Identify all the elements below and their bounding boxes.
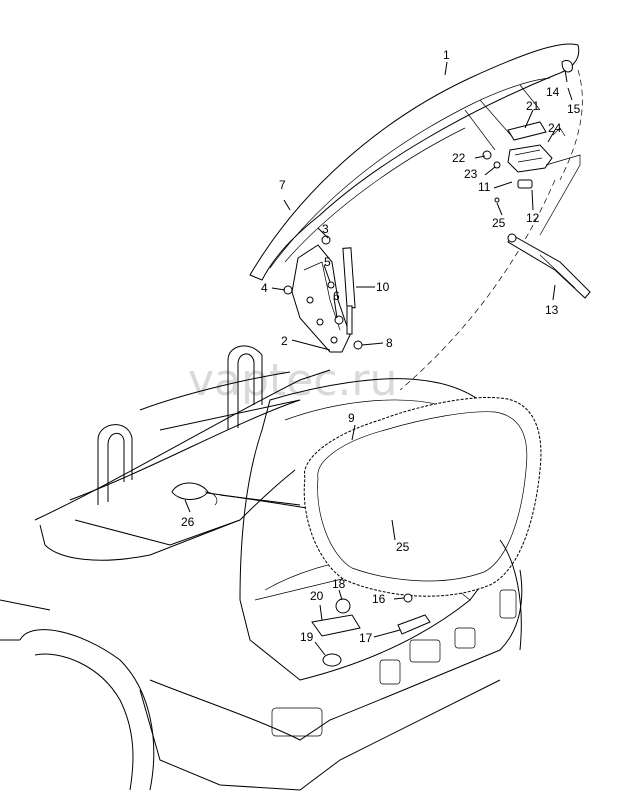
- callout-15: 15: [567, 102, 581, 116]
- callout-2: 2: [281, 334, 288, 348]
- callout-12: 12: [526, 211, 540, 225]
- floor-parts: [311, 593, 431, 667]
- callout-13: 13: [545, 303, 559, 317]
- callout-7: 7: [279, 178, 286, 192]
- lid-swing-line-upper: [559, 69, 583, 181]
- callout-23: 23: [464, 167, 478, 181]
- callout-21: 21: [526, 99, 540, 113]
- callout-17: 17: [359, 631, 373, 645]
- callout-22: 22: [452, 151, 466, 165]
- callout-1: 1: [443, 48, 450, 62]
- callout-3: 3: [322, 222, 329, 236]
- leader-lines: [184, 61, 573, 656]
- callout-16: 16: [372, 592, 386, 606]
- lock-assembly: [482, 59, 581, 236]
- callout-10: 10: [376, 280, 390, 294]
- callout-8: 8: [386, 336, 393, 350]
- hinge-assembly: [283, 235, 363, 353]
- callout-4: 4: [261, 281, 268, 295]
- callout-20: 20: [310, 589, 324, 603]
- gas-strut: [507, 233, 591, 299]
- car-body: [0, 345, 542, 791]
- callout-11: 11: [478, 180, 491, 194]
- lid-swing-line: [399, 179, 556, 391]
- callout-14: 14: [546, 85, 560, 99]
- callout-26: 26: [181, 515, 195, 529]
- callout-9: 9: [348, 411, 355, 425]
- callout-19: 19: [300, 630, 314, 644]
- callout-24: 24: [548, 121, 562, 135]
- callout-25-upper: 25: [492, 216, 506, 230]
- callout-labels: 1 2 3 4 5 6 7 8 9 10 11 12 13 14 15 16 1…: [181, 48, 581, 645]
- trunk-lid: [249, 43, 580, 281]
- callout-5: 5: [324, 255, 331, 269]
- callout-6: 6: [333, 289, 340, 303]
- callout-25-lower: 25: [396, 540, 410, 554]
- callout-18: 18: [332, 577, 346, 591]
